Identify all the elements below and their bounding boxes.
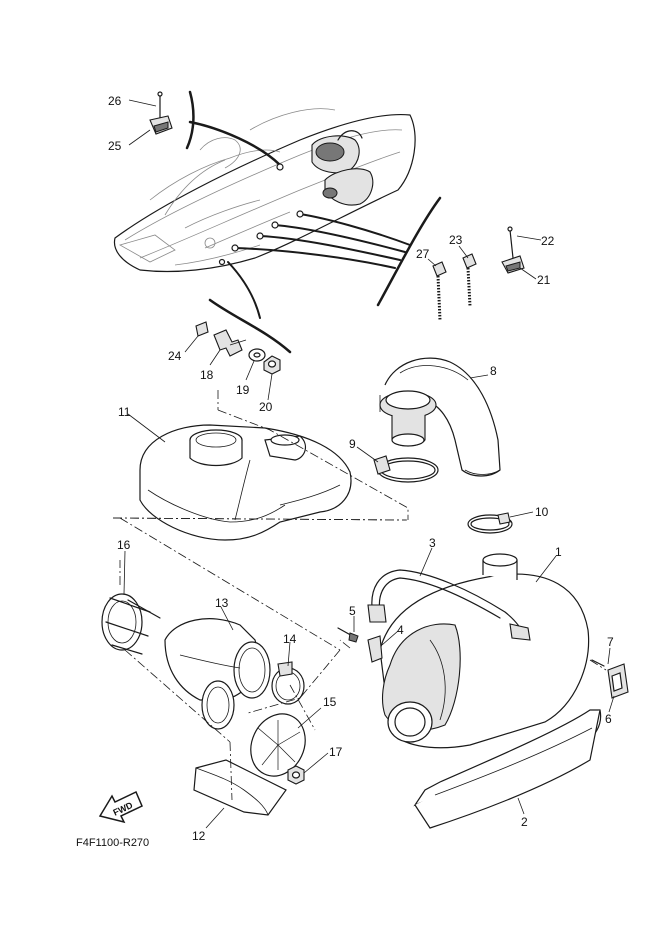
callout-11: 11 — [118, 405, 131, 419]
callout-21: 21 — [537, 273, 551, 287]
fwd-arrow-icon: FWD — [98, 790, 143, 824]
callout-14: 14 — [283, 632, 297, 646]
callout-labels: 26 25 22 21 23 27 24 18 19 20 8 9 11 10 … — [108, 94, 614, 843]
drawing-code: F4F1100-R270 — [76, 837, 149, 849]
callout-9: 9 — [349, 437, 356, 451]
flange-16 — [101, 593, 161, 655]
watercraft-hull-illustration — [113, 108, 416, 273]
bracket-6-7 — [591, 659, 629, 699]
hose-clamp-9 — [373, 455, 439, 483]
callout-12: 12 — [192, 829, 206, 843]
callout-22: 22 — [541, 234, 555, 248]
callout-17: 17 — [329, 745, 343, 759]
muffler-on-hull-illustration — [311, 130, 374, 206]
callout-16: 16 — [117, 538, 131, 552]
leader-bracket-right — [218, 196, 442, 307]
plate-15 — [250, 713, 306, 777]
callout-7: 7 — [607, 635, 614, 649]
callout-19: 19 — [236, 383, 250, 397]
callout-18: 18 — [200, 368, 214, 382]
callout-10: 10 — [535, 505, 549, 519]
callout-26: 26 — [108, 94, 122, 108]
callout-6: 6 — [605, 712, 612, 726]
callout-5: 5 — [349, 604, 356, 618]
bracket-4-5 — [337, 627, 383, 663]
callout-4: 4 — [397, 623, 404, 637]
nut-17 — [287, 765, 305, 785]
clip-21-22 — [501, 226, 525, 274]
callout-27: 27 — [416, 247, 430, 261]
duct-13 — [164, 618, 271, 730]
muffler-1 — [379, 553, 590, 749]
cable-ties-23-27 — [432, 253, 477, 321]
fitting-group-18-24 — [195, 321, 281, 375]
heat-shield-2 — [413, 709, 602, 829]
clamp-14 — [271, 661, 305, 705]
leader-bracket-upper-left — [185, 90, 284, 171]
callout-15: 15 — [323, 695, 337, 709]
hose-clamp-10 — [467, 512, 513, 534]
callout-8: 8 — [490, 364, 497, 378]
callout-20: 20 — [259, 400, 273, 414]
callout-23: 23 — [449, 233, 463, 247]
assembly-centerlines — [112, 390, 607, 801]
leader-bracket-lower — [208, 261, 292, 354]
strap-3 — [367, 569, 531, 641]
clip-25-26 — [149, 91, 173, 135]
water-lock-11 — [139, 424, 352, 541]
callout-leaders — [123, 99, 615, 829]
exhaust-elbow-8 — [379, 357, 501, 477]
callout-2: 2 — [521, 815, 528, 829]
sheet-12 — [193, 759, 287, 816]
callout-24: 24 — [168, 349, 182, 363]
callout-1: 1 — [555, 545, 562, 559]
callout-3: 3 — [429, 536, 436, 550]
callout-13: 13 — [215, 596, 229, 610]
callout-25: 25 — [108, 139, 122, 153]
